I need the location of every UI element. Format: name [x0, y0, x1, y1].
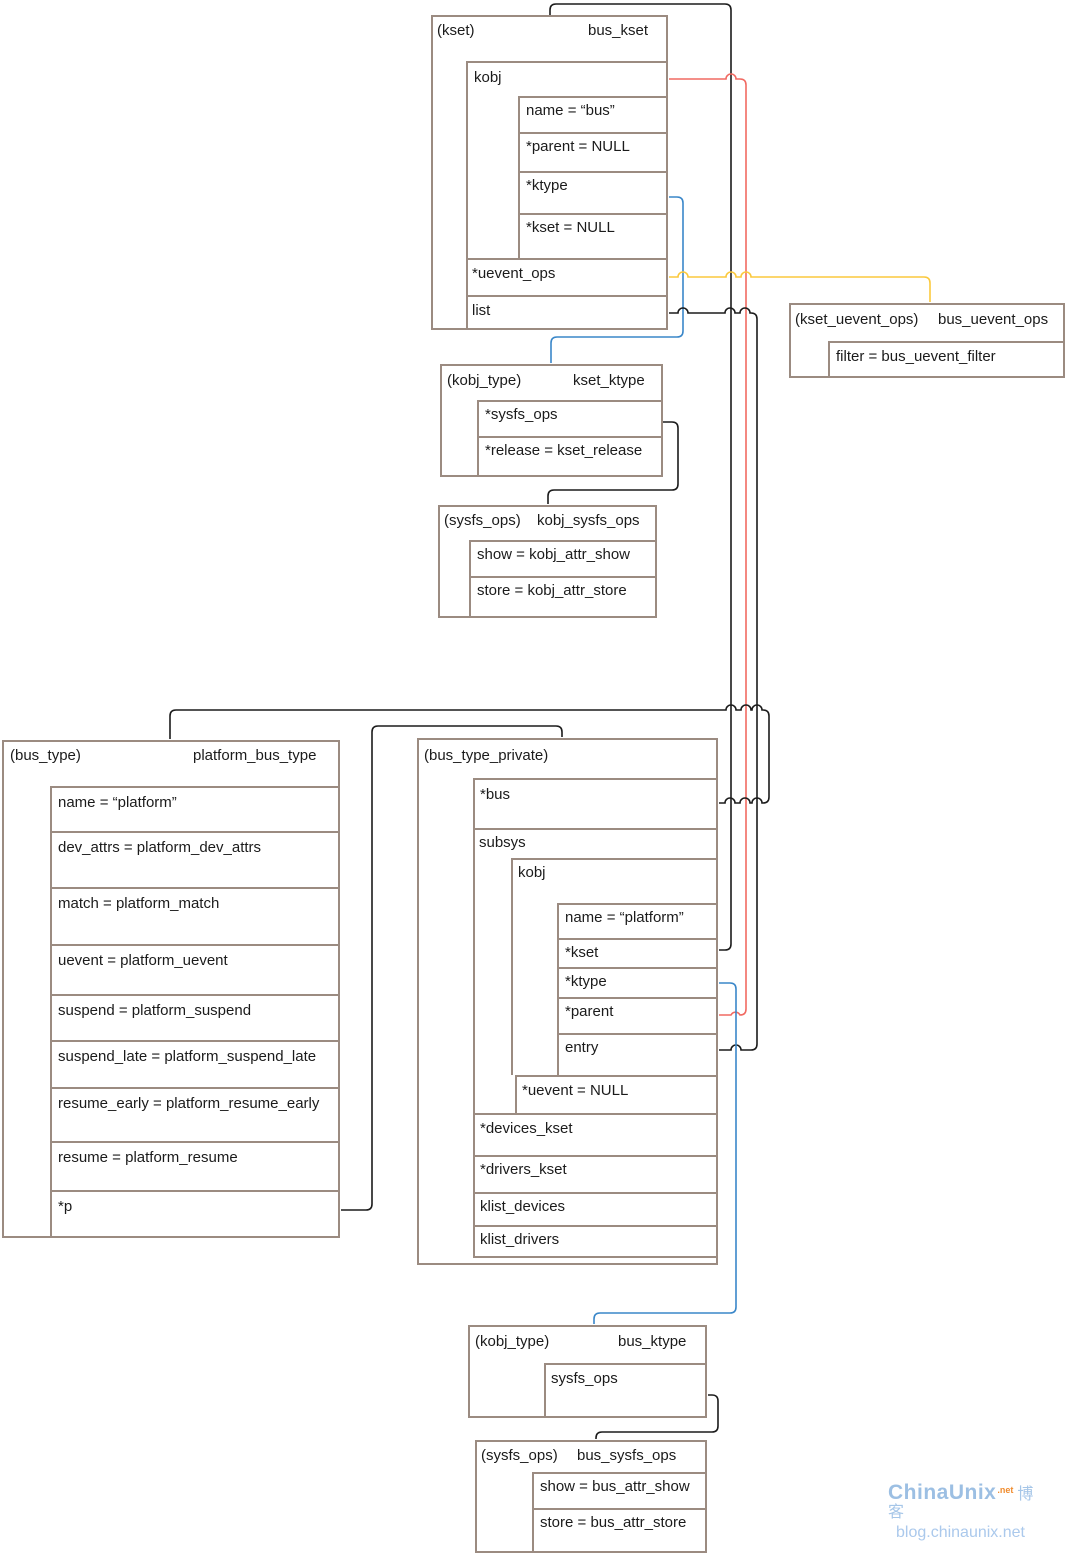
- kset-ktype-type-label: (kobj_type): [447, 372, 522, 389]
- box-platform-bus-type: [2, 740, 340, 1238]
- field-pbt-resume: resume = platform_resume: [52, 1141, 340, 1190]
- bus-sysfs-ops-type-label: (sysfs_ops): [481, 1447, 558, 1464]
- watermark-brand: ChinaUnix: [888, 1481, 997, 1504]
- bus-ktype-sysfs-ops-row: [544, 1363, 707, 1418]
- btp-drivers-kset-row: [473, 1155, 718, 1192]
- field-btp-kobj-ktype: *ktype: [559, 967, 718, 997]
- field-kobj-name: name = “bus”: [526, 102, 615, 119]
- bus-ktype-type-label: (kobj_type): [475, 1333, 550, 1350]
- field-pbt-dev-attrs: dev_attrs = platform_dev_attrs: [52, 831, 340, 887]
- platform-bus-type-instance-label: platform_bus_type: [193, 747, 317, 764]
- field-pbt-uevent: uevent = platform_uevent: [52, 944, 340, 994]
- field-btp-devices-kset: *devices_kset: [480, 1120, 573, 1137]
- field-pbt-suspend-late: suspend_late = platform_suspend_late: [52, 1040, 340, 1087]
- field-pbt-match: match = platform_match: [52, 887, 340, 944]
- field-kobj-kset: *kset = NULL: [520, 213, 668, 256]
- box-kobj-sysfs-ops: [438, 505, 657, 618]
- bus-uevent-ops-filter-row: [828, 341, 1065, 378]
- field-btp-klist-devices: klist_devices: [480, 1198, 566, 1215]
- bus-kset-type-label: (kset): [437, 22, 475, 39]
- platform-bus-type-type-label: (bus_type): [10, 747, 81, 764]
- bus-uevent-ops-type-label: (kset_uevent_ops): [795, 311, 919, 328]
- field-show-kobj: show = kobj_attr_show: [477, 546, 631, 563]
- field-store-bus: store = bus_attr_store: [534, 1508, 707, 1553]
- box-bus-type-private: [417, 738, 718, 1265]
- bus-uevent-ops-instance-label: bus_uevent_ops: [938, 311, 1049, 328]
- btp-kobj-fields: name = “platform” *kset *ktype *parent e…: [557, 903, 718, 1075]
- field-btp-uevent: *uevent = NULL: [522, 1082, 629, 1099]
- box-bus-ktype: [468, 1325, 707, 1418]
- btp-klist-devices-row: [473, 1192, 718, 1225]
- kobj-sysfs-ops-fields: show = kobj_attr_show store = kobj_attr_…: [469, 540, 657, 618]
- field-pbt-suspend: suspend = platform_suspend: [52, 994, 340, 1040]
- field-pbt-p: *p: [52, 1190, 340, 1236]
- watermark-brand-cjk: 博客: [888, 1486, 1034, 1522]
- bus-type-private-fields: [473, 778, 718, 1258]
- bus-sysfs-ops-instance-label: bus_sysfs_ops: [577, 1447, 677, 1464]
- kset-ktype-fields: *sysfs_ops *release = kset_release: [477, 400, 663, 477]
- field-uevent-ops: *uevent_ops: [472, 265, 556, 282]
- btp-subsys-sep: [473, 828, 718, 830]
- bus-type-private-type-label: (bus_type_private): [424, 747, 549, 764]
- btp-uevent-row: [515, 1075, 718, 1113]
- bus-kset-list-row: [466, 295, 668, 330]
- bus-sysfs-ops-fields: show = bus_attr_show store = bus_attr_st…: [532, 1472, 707, 1553]
- box-kset-ktype: [440, 364, 663, 477]
- field-btp-kobj-name: name = “platform”: [565, 909, 684, 926]
- kset-ktype-instance-label: kset_ktype: [573, 372, 645, 389]
- btp-kobj-label: kobj: [518, 864, 546, 881]
- btp-devices-kset-row: [473, 1113, 718, 1155]
- field-store-kobj: store = kobj_attr_store: [471, 576, 657, 618]
- field-btp-kobj-parent: *parent: [559, 997, 718, 1033]
- bus-kset-kobj-panel: [466, 61, 668, 330]
- field-pbt-resume-early: resume_early = platform_resume_early: [52, 1087, 340, 1141]
- field-btp-kobj-entry: entry: [559, 1033, 718, 1075]
- kobj-sysfs-ops-instance-label: kobj_sysfs_ops: [537, 512, 640, 529]
- field-list: list: [472, 302, 491, 319]
- box-bus-sysfs-ops: [475, 1440, 707, 1553]
- field-btp-klist-drivers: klist_drivers: [480, 1231, 560, 1248]
- bus-kset-uevent-ops-row: [466, 258, 668, 295]
- field-filter: filter = bus_uevent_filter: [836, 348, 996, 365]
- kobj-sysfs-ops-type-label: (sysfs_ops): [444, 512, 521, 529]
- platform-bus-type-fields: name = “platform” dev_attrs = platform_d…: [50, 786, 340, 1238]
- connector-uevent-ops-to-bus-uevent-ops: [669, 271, 931, 302]
- field-btp-drivers-kset: *drivers_kset: [480, 1161, 567, 1178]
- field-kobj-ktype: *ktype: [520, 171, 668, 213]
- field-bus-ktype-sysfs-ops: sysfs_ops: [551, 1370, 618, 1387]
- field-btp-bus: *bus: [480, 786, 511, 803]
- field-show-bus: show = bus_attr_show: [540, 1478, 690, 1495]
- watermark-url: blog.chinaunix.net: [896, 1523, 1025, 1541]
- field-btp-subsys: subsys: [479, 834, 526, 851]
- field-release: *release = kset_release: [479, 436, 663, 477]
- field-kobj-parent: *parent = NULL: [520, 132, 668, 171]
- bus-kset-kobj-fields: name = “bus” *parent = NULL *ktype *kset…: [518, 96, 668, 258]
- field-sysfs-ops-ptr: *sysfs_ops: [485, 406, 558, 423]
- field-pbt-name: name = “platform”: [58, 794, 177, 811]
- btp-klist-drivers-row: [473, 1225, 718, 1258]
- btp-kobj-panel: [511, 858, 718, 1075]
- bus-ktype-instance-label: bus_ktype: [618, 1333, 687, 1350]
- bus-kset-instance-label: bus_kset: [588, 22, 649, 39]
- watermark-brand-sup: .net: [997, 1485, 1014, 1495]
- field-btp-kobj-kset: *kset: [559, 938, 718, 967]
- box-bus-uevent-ops: [789, 303, 1065, 378]
- bus-kset-kobj-label: kobj: [474, 69, 502, 86]
